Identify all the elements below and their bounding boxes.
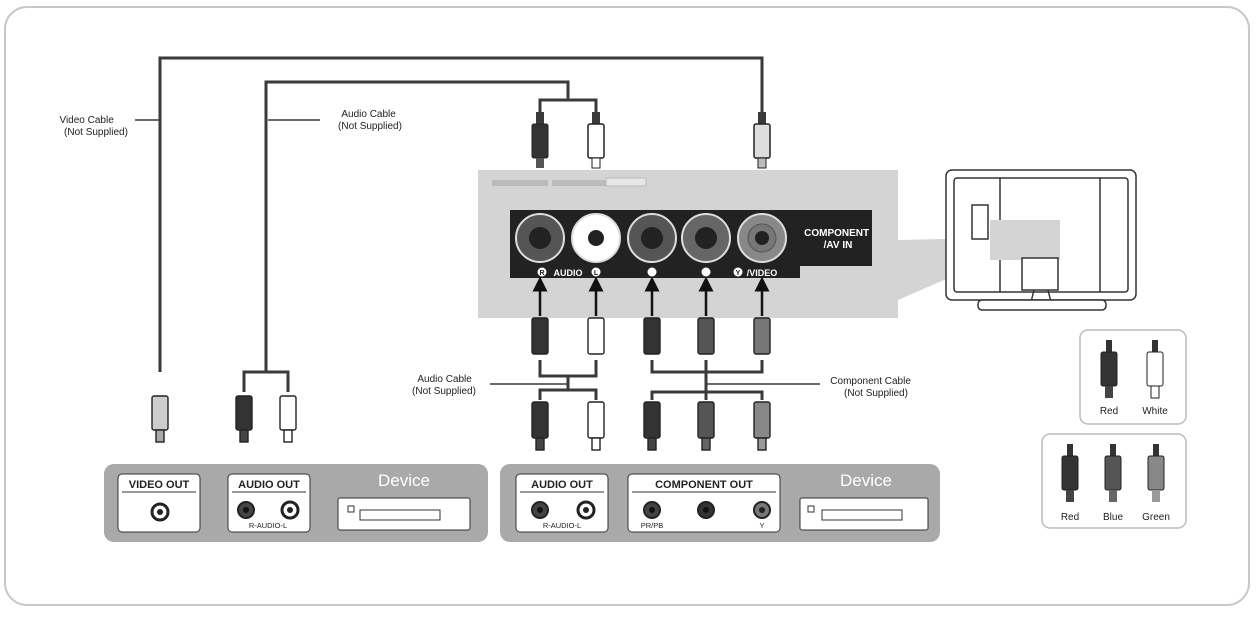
legend-blue: Blue [1103, 512, 1123, 523]
device-plugs [151, 395, 771, 451]
plug-video-top [753, 112, 771, 169]
tv-jack-audio-r [515, 213, 565, 263]
tv-l-mark: L [594, 270, 599, 277]
left-video-out-label: VIDEO OUT [129, 479, 190, 491]
right-pr-label: PR/PB [641, 521, 664, 530]
legend-red-2: Red [1061, 512, 1079, 523]
component-cable-label: Component Cable (Not Supplied) [830, 376, 913, 399]
right-device-title: Device [840, 471, 892, 490]
tv-audio-label: AUDIO [554, 268, 583, 278]
tv-jack-audio-l [571, 213, 621, 263]
plug-audio-r-top [531, 112, 549, 168]
legend-green: Green [1142, 512, 1170, 523]
tv-panel: COMPONENT /AV IN R AUDIO L Y /VIDEO [478, 170, 898, 318]
audio-cable-top-label: Audio Cable (Not Supplied) [338, 109, 402, 132]
audio-cable-mid-label: Audio Cable (Not Supplied) [412, 374, 476, 397]
tv-video-label: /VIDEO [747, 268, 778, 278]
device-right: AUDIO OUT R-AUDIO-L COMPONENT OUT PR/PB … [500, 464, 940, 542]
right-audio-sub-label: R-AUDIO-L [543, 521, 581, 530]
left-audio-sub-label: R-AUDIO-L [249, 521, 287, 530]
tv-jack-video [737, 213, 787, 263]
left-device-title: Device [378, 471, 430, 490]
legend-red: Red [1100, 406, 1118, 417]
legend-bottom: Red Blue Green [1041, 433, 1187, 529]
legend-top: Red White [1079, 329, 1187, 425]
mid-plugs [531, 317, 771, 355]
tv-illustration [945, 169, 1137, 311]
video-cable-label: Video Cable (Not Supplied) [59, 115, 128, 138]
bottom-cables [490, 360, 820, 400]
tv-port-label: COMPONENT /AV IN [804, 228, 872, 251]
right-audio-out-label: AUDIO OUT [531, 479, 593, 491]
right-y-label: Y [759, 521, 764, 530]
tv-y-mark: Y [736, 270, 741, 277]
right-component-out-label: COMPONENT OUT [655, 479, 753, 491]
device-left: VIDEO OUT AUDIO OUT R-AUDIO-L Device [104, 464, 488, 542]
tv-r-mark: R [539, 270, 544, 277]
up-arrows [532, 276, 770, 316]
tv-jack-pb [681, 213, 731, 263]
top-cables [135, 56, 764, 392]
plug-audio-l-top [587, 112, 605, 169]
tv-jack-pr [627, 213, 677, 263]
left-audio-out-label: AUDIO OUT [238, 479, 300, 491]
legend-white: White [1142, 406, 1168, 417]
